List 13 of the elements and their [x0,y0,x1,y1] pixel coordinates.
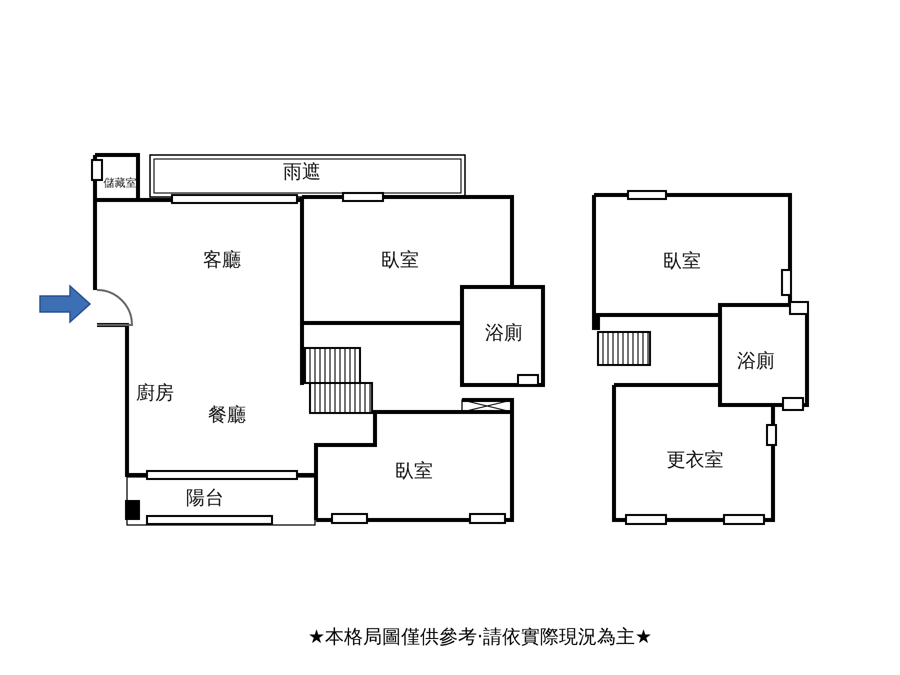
room-label: 臥室 [395,459,433,484]
room-label: 浴廁 [485,321,523,346]
room-label: 陽台 [186,486,224,511]
room-label: 雨遮 [283,160,321,185]
room-label: 餐廳 [208,403,246,428]
room-label: 臥室 [381,248,419,273]
room-label: 廚房 [136,381,174,406]
room-label: 浴廁 [737,349,775,374]
room-label: 更衣室 [666,448,724,473]
room-label: 客廳 [203,248,241,273]
room-label: 臥室 [663,249,701,274]
storage-room-label: 儲藏室 [104,176,136,190]
disclaimer-note: ★本格局圖僅供參考‧請依實際現況為主★ [308,625,652,650]
